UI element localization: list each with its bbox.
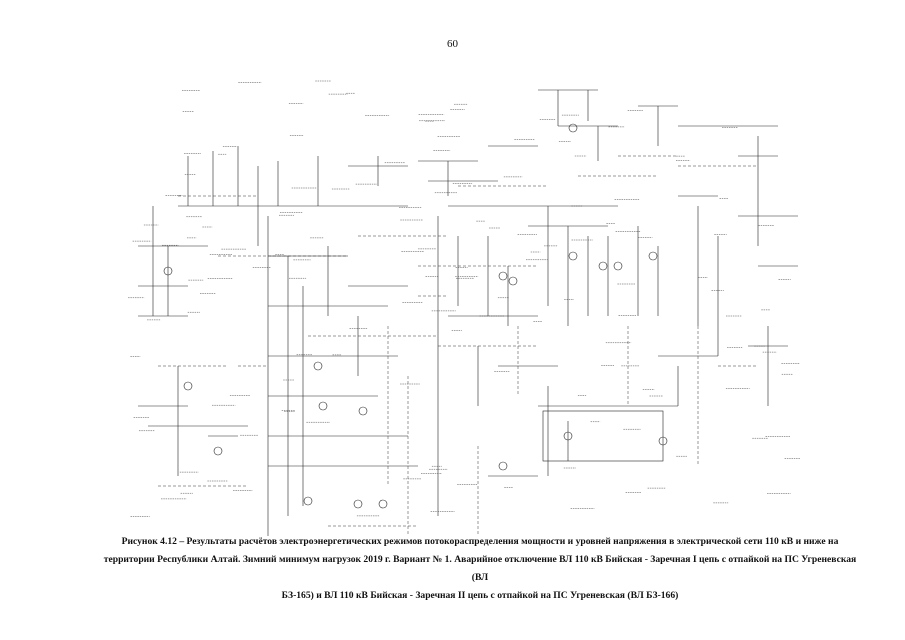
substation-block (542, 410, 664, 462)
caption-line-1: Рисунок 4.12 – Результаты расчётов элект… (121, 536, 839, 547)
single-line-schematic (128, 80, 807, 536)
caption-line-2: территории Республики Алтай. Зимний мини… (103, 554, 857, 583)
page-number: 60 (447, 38, 458, 50)
transformer-symbol (568, 123, 578, 133)
power-network-diagram (118, 66, 807, 536)
caption-line-3: БЗ-165) и ВЛ 110 кВ Бийская - Заречная I… (281, 590, 679, 601)
figure-caption: Рисунок 4.12 – Результаты расчётов элект… (100, 533, 860, 605)
